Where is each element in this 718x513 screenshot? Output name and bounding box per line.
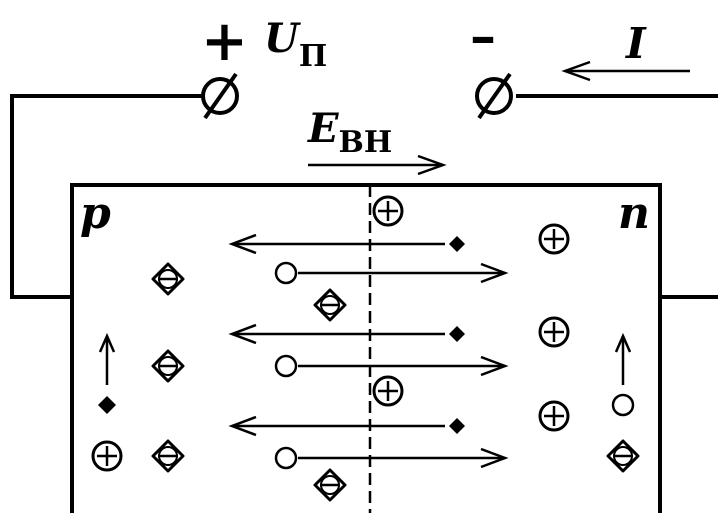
hole-icon bbox=[274, 354, 298, 378]
electron-arrow bbox=[228, 415, 445, 437]
up-arrow-icon bbox=[614, 332, 632, 385]
upward-arrows bbox=[98, 332, 632, 385]
field-symbol: E bbox=[307, 105, 339, 152]
current-label: I bbox=[625, 19, 647, 68]
field-label: EВН bbox=[307, 105, 392, 160]
electron-icon bbox=[98, 396, 116, 414]
hole-icon bbox=[274, 446, 298, 470]
positive-ion-icon bbox=[538, 316, 570, 348]
electron-icon bbox=[449, 418, 465, 434]
crystal-body bbox=[70, 183, 662, 513]
left-wire bbox=[10, 94, 203, 299]
plus-sign: + bbox=[201, 8, 248, 74]
field-arrow-icon bbox=[308, 154, 447, 176]
n-region-label: n bbox=[618, 188, 650, 239]
electron-flow-arrows bbox=[228, 233, 445, 437]
negative-ion-icon bbox=[313, 288, 347, 322]
positive-terminal-icon bbox=[201, 72, 239, 120]
hole-arrow bbox=[298, 355, 509, 377]
hole-icon bbox=[274, 261, 298, 285]
negative-terminal-icon bbox=[475, 72, 513, 120]
hole-arrow bbox=[298, 262, 509, 284]
negative-ion-icon bbox=[151, 349, 185, 383]
hole-icon bbox=[611, 393, 635, 417]
hole-arrow bbox=[298, 447, 509, 469]
voltage-label: UП bbox=[264, 15, 327, 74]
up-arrow-icon bbox=[98, 332, 116, 385]
positive-ion-icon bbox=[538, 223, 570, 255]
minus-sign: – bbox=[470, 6, 496, 67]
positive-ion-icon bbox=[372, 195, 404, 227]
negative-ion-icon bbox=[151, 262, 185, 296]
positive-ion-icon bbox=[538, 400, 570, 432]
p-region-label: p bbox=[80, 188, 111, 239]
circuit-wires bbox=[10, 94, 718, 299]
electron-arrow bbox=[228, 323, 445, 345]
negative-ion-icon bbox=[151, 439, 185, 473]
negative-ion-icon bbox=[606, 439, 640, 473]
hole-flow-arrows bbox=[298, 262, 509, 469]
electron-icon bbox=[449, 236, 465, 252]
field-subscript: ВН bbox=[339, 125, 393, 160]
holes bbox=[274, 261, 635, 470]
positive-ion-icon bbox=[372, 375, 404, 407]
positive-ion-icon bbox=[91, 440, 123, 472]
negative-ion-icon bbox=[313, 468, 347, 502]
voltage-subscript: П bbox=[299, 39, 327, 74]
electron-icon bbox=[449, 326, 465, 342]
electrons bbox=[98, 236, 465, 434]
electron-arrow bbox=[228, 233, 445, 255]
current-arrow-icon bbox=[561, 60, 690, 82]
voltage-symbol: U bbox=[264, 15, 301, 62]
